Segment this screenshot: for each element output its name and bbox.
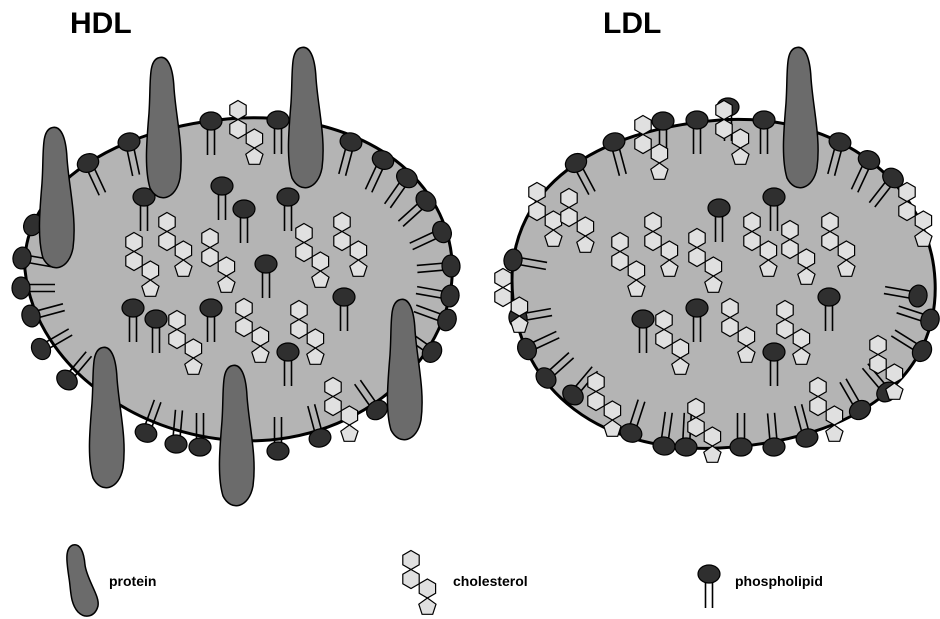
legend-phospholipid: phospholipid: [698, 565, 823, 608]
hdl-title: HDL: [70, 7, 132, 40]
ldl-particle: LDL: [495, 7, 940, 462]
legend-phospholipid-label: phospholipid: [735, 573, 823, 589]
legend-cholesterol: cholesterol: [403, 551, 528, 615]
cholesterol-icon: [403, 551, 436, 615]
legend-cholesterol-label: cholesterol: [453, 573, 528, 589]
ldl-title: LDL: [603, 7, 661, 40]
legend-protein-label: protein: [109, 573, 156, 589]
legend: protein cholesterol phospholipid: [67, 545, 823, 616]
legend-protein: protein: [67, 545, 157, 616]
protein-icon: [67, 545, 98, 616]
phospholipid-icon: [698, 565, 720, 608]
hdl-particle: HDL: [11, 7, 461, 506]
ldl-proteins: [783, 47, 818, 187]
